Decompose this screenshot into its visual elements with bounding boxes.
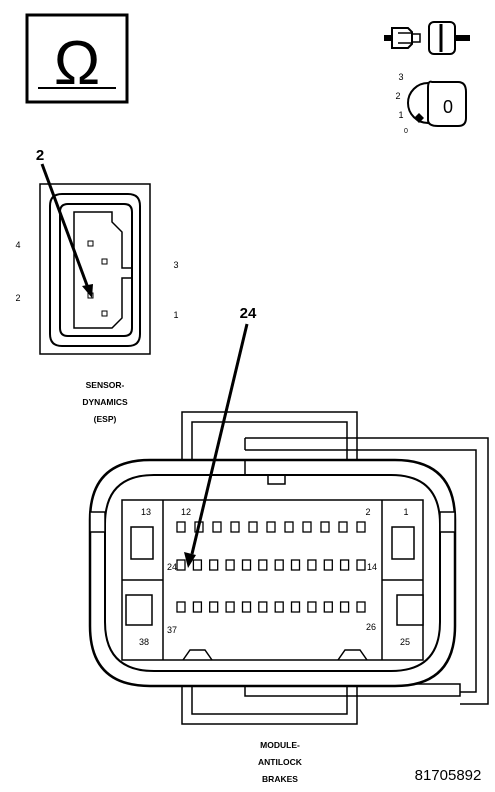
abs-pin-cavities bbox=[176, 521, 366, 613]
sensor-pin-label-3: 3 bbox=[173, 260, 178, 270]
abs-pin-label-37: 37 bbox=[167, 625, 177, 635]
key-position-marker bbox=[414, 113, 424, 123]
pin-cavity bbox=[274, 601, 284, 613]
abs-caption-line-3: BRAKES bbox=[262, 774, 298, 784]
pin-cavity bbox=[212, 521, 222, 533]
callout-pin-2: 2 bbox=[36, 147, 93, 298]
pin-cavity bbox=[192, 559, 203, 571]
pin-cavity bbox=[307, 601, 317, 613]
pin-cavity bbox=[192, 601, 203, 613]
pin-cavity bbox=[323, 601, 333, 613]
pin-cavity bbox=[176, 601, 186, 613]
abs-pin-label-2: 2 bbox=[365, 507, 370, 517]
ignition-position-2: 2 bbox=[395, 91, 400, 101]
sensor-dynamics-connector: 4 2 3 1 bbox=[15, 183, 179, 355]
pin-cavity bbox=[258, 601, 268, 613]
arrow-head bbox=[82, 284, 93, 298]
ohm-symbol: Ω bbox=[54, 29, 100, 98]
pin-cavity bbox=[356, 601, 366, 613]
pin-cavity bbox=[339, 601, 350, 613]
pin-cavity bbox=[248, 521, 258, 533]
pin-cavity bbox=[339, 559, 350, 571]
ignition-position-3: 3 bbox=[398, 72, 403, 82]
pin-cavity bbox=[225, 559, 235, 571]
pin-cavity bbox=[356, 521, 366, 533]
pin-cavity bbox=[230, 521, 240, 533]
sensor-caption-line-2: DYNAMICS bbox=[82, 397, 128, 407]
pin-cavity bbox=[176, 521, 186, 533]
pin-cavity bbox=[323, 559, 333, 571]
abs-pin-label-25: 25 bbox=[400, 637, 410, 647]
pin-cavity bbox=[290, 601, 301, 613]
abs-pin-label-24: 24 bbox=[167, 562, 177, 572]
pin-cavity bbox=[338, 521, 348, 533]
pin-cavity bbox=[284, 521, 294, 533]
abs-pin-label-38: 38 bbox=[139, 637, 149, 647]
abs-pin-label-26: 26 bbox=[366, 622, 376, 632]
abs-caption: MODULE- ANTILOCK BRAKES bbox=[258, 740, 303, 784]
pin-cavity bbox=[209, 559, 219, 571]
callout-label-24: 24 bbox=[240, 305, 257, 322]
pin-cavity bbox=[290, 559, 301, 571]
pin-cavity bbox=[258, 559, 268, 571]
pin-cavity bbox=[307, 559, 317, 571]
ohmmeter-icon: Ω bbox=[25, 13, 129, 104]
pin-cavity bbox=[356, 559, 366, 571]
ignition-key-position-label: 0 bbox=[443, 97, 453, 117]
sensor-pin-label-4: 4 bbox=[15, 240, 20, 250]
pin-cavity bbox=[302, 521, 312, 533]
pin-cavity bbox=[320, 521, 330, 533]
sensor-pin-label-2: 2 bbox=[15, 293, 20, 303]
abs-pin-label-1: 1 bbox=[403, 507, 408, 517]
pin-cavity bbox=[225, 601, 235, 613]
sensor-pin-label-1: 1 bbox=[173, 310, 178, 320]
sensor-caption-line-1: SENSOR- bbox=[86, 380, 125, 390]
abs-caption-line-1: MODULE- bbox=[260, 740, 300, 750]
abs-pin-label-13: 13 bbox=[141, 507, 151, 517]
figure-number: 81705892 bbox=[415, 767, 482, 784]
callout-label-2: 2 bbox=[36, 147, 44, 164]
abs-pin-label-12: 12 bbox=[181, 507, 191, 517]
abs-module-connector: 13 12 2 1 24 14 38 37 26 25 bbox=[88, 411, 489, 725]
arrow-head bbox=[184, 552, 196, 568]
pin-cavity bbox=[209, 601, 219, 613]
abs-pin-label-14: 14 bbox=[367, 562, 377, 572]
disconnect-connector-icon bbox=[384, 21, 470, 55]
pin-cavity bbox=[266, 521, 276, 533]
ignition-position-0: 0 bbox=[404, 128, 408, 135]
pin-cavity bbox=[274, 559, 284, 571]
ignition-switch-icon: 0 3 2 1 0 bbox=[395, 72, 467, 135]
abs-caption-line-2: ANTILOCK bbox=[258, 757, 303, 767]
sensor-caption-line-3: (ESP) bbox=[94, 414, 117, 424]
sensor-caption: SENSOR- DYNAMICS (ESP) bbox=[82, 380, 128, 424]
pin-cavity bbox=[176, 559, 186, 571]
pin-cavity bbox=[241, 559, 252, 571]
ignition-position-1: 1 bbox=[398, 110, 403, 120]
pin-cavity bbox=[241, 601, 252, 613]
callout-pin-24: 24 bbox=[184, 305, 257, 568]
